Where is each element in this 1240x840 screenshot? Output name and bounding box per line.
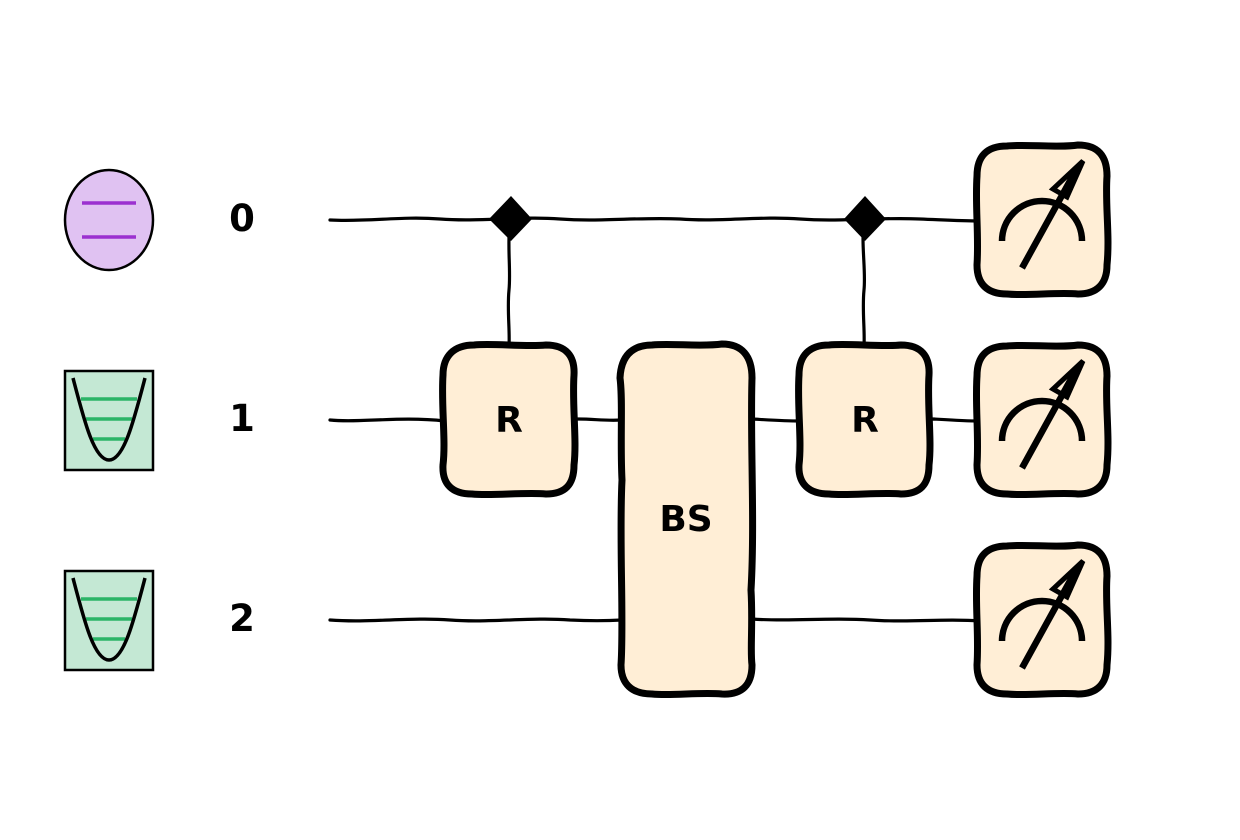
control-dot-2 [844, 196, 886, 241]
gate-r-1-box [439, 340, 579, 499]
gate-r-1-label: R [495, 400, 523, 441]
measurement-2[interactable] [972, 541, 1112, 699]
wire-icon-1 [63, 369, 155, 472]
harmonic-oscillator-icon [63, 569, 155, 672]
atom-levels-icon [63, 168, 155, 272]
gate-bs-box [616, 340, 757, 699]
wire-icon-2 [63, 569, 155, 672]
gate-r-2[interactable]: R [795, 340, 934, 499]
control-dot-1 [489, 196, 532, 241]
wire-0 [328, 216, 982, 223]
wire-icon-0 [63, 168, 155, 272]
measurement-box [972, 541, 1112, 699]
measurement-meter-icon [998, 559, 1086, 670]
potential-well [71, 377, 147, 462]
wire-label-2: 2 [229, 597, 255, 640]
wire-label-0: 0 [229, 197, 255, 240]
gate-bs[interactable]: BS [616, 340, 757, 699]
measurement-box [972, 341, 1112, 499]
gate-r-1[interactable]: R [439, 340, 579, 499]
control-line-2 [861, 218, 867, 348]
gate-r-2-box [795, 340, 934, 499]
harmonic-oscillator-icon [63, 369, 155, 472]
measurement-meter-icon [998, 159, 1086, 270]
wire-2 [328, 617, 982, 623]
measurement-0[interactable] [972, 141, 1112, 299]
measurement-box [972, 141, 1112, 299]
control-connectors [489, 196, 886, 348]
measurement-meter-icon [998, 359, 1086, 470]
measurement-1[interactable] [972, 341, 1112, 499]
potential-well [71, 577, 147, 662]
control-line-1 [506, 218, 512, 348]
gate-r-2-label: R [851, 400, 879, 441]
gate-bs-label: BS [659, 499, 712, 540]
wire-label-1: 1 [229, 397, 255, 440]
